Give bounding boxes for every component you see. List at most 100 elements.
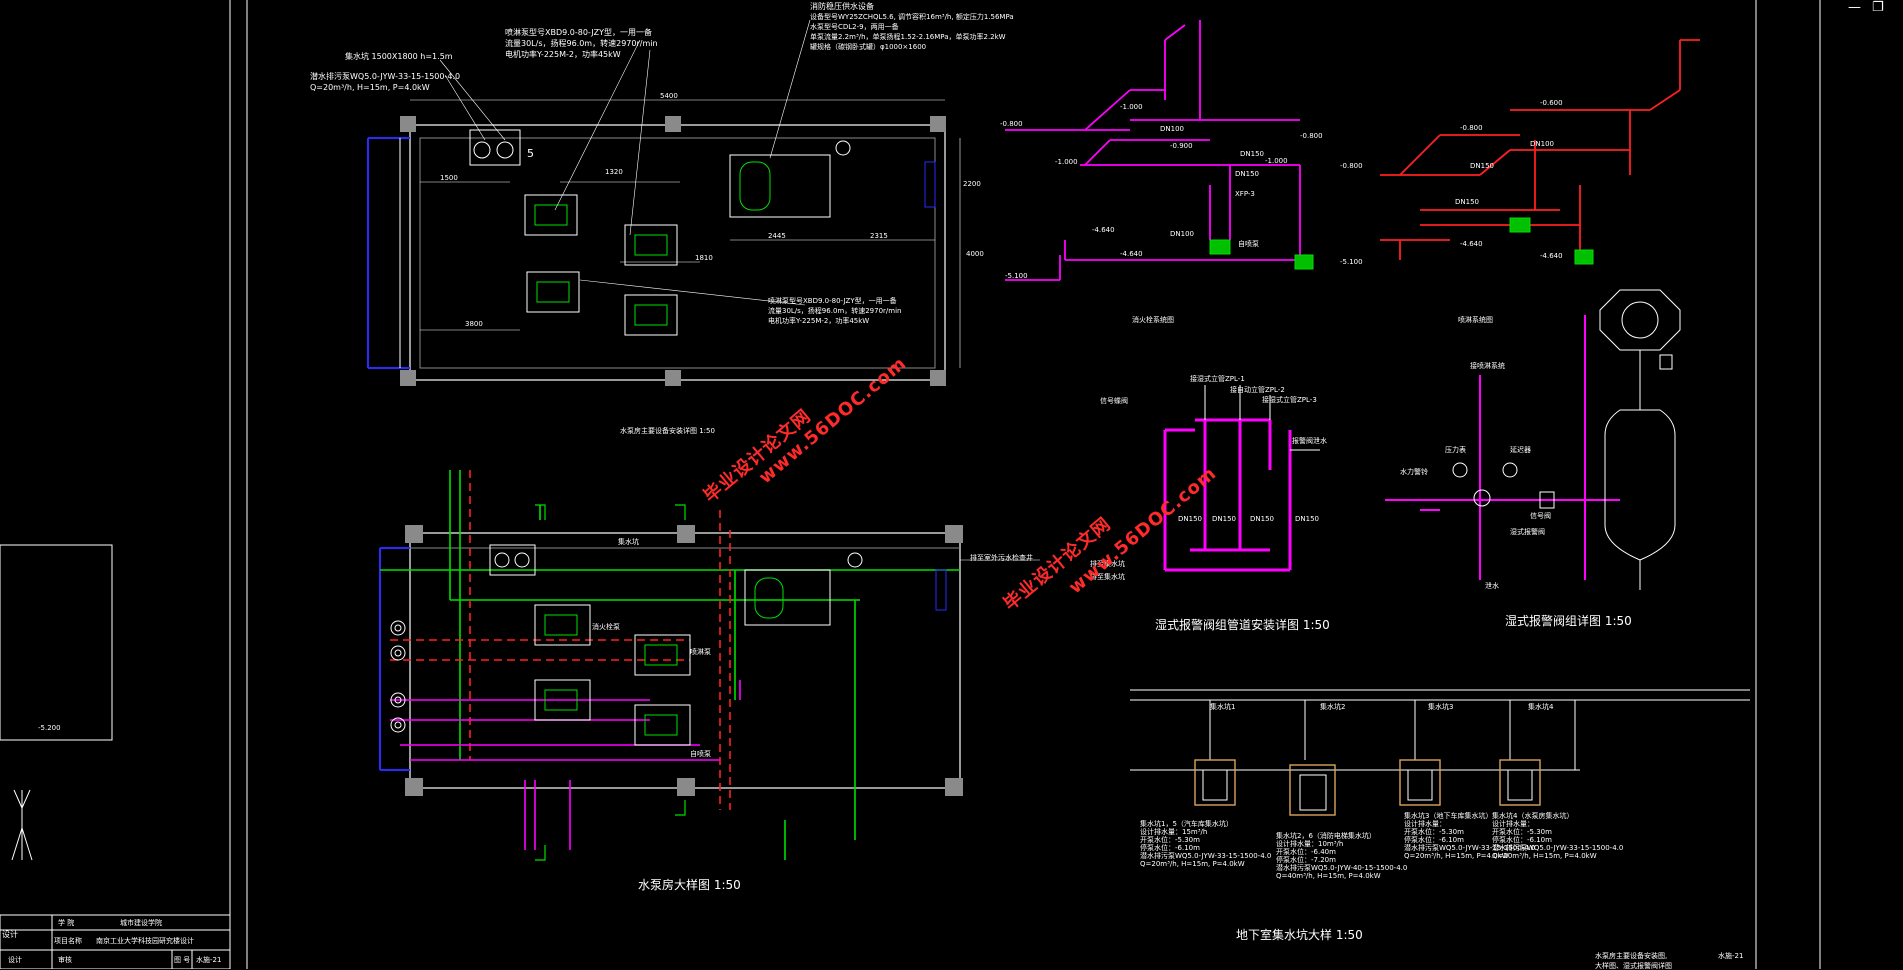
iso-fire-pipe-3: DN100	[1160, 125, 1184, 133]
pump-room-plan	[367, 19, 961, 386]
dim-3: 3800	[465, 320, 483, 328]
iso-fire-pipe-2: DN150	[1240, 150, 1264, 158]
pump-units	[524, 194, 678, 336]
sump-spec-1: 集水坑1，5（汽车库集水坑） 设计排水量：15m³/h 开泵水位：-5.30m …	[1140, 820, 1271, 868]
alarm-pipe-3: DN150	[1295, 515, 1319, 523]
alarm-pipe-2: DN150	[1250, 515, 1274, 523]
dim-0: 5400	[660, 92, 678, 100]
sump-spec-line: 集水坑1，5（汽车库集水坑）	[1140, 820, 1233, 828]
iso-spray-pipe-2: DN150	[1470, 162, 1494, 170]
sump-spec-4: 集水坑4（水泵房集水坑） 设计排水量： 开泵水位：-5.30m 停泵水位：-6.…	[1492, 812, 1623, 860]
sump-spec-line: 设计排水量：	[1492, 820, 1534, 828]
wet-label-6: 泄水	[1485, 582, 1499, 590]
sump-spec-line: 集水坑4（水泵房集水坑）	[1492, 812, 1574, 820]
plan-note-2: Q=20m³/h, H=15m, P=4.0kW	[310, 83, 430, 92]
sump-spec-line: 潜水排污泵WQ5.0-JYW-33-15-1500-4.0	[1404, 844, 1536, 852]
tb-checker-label: 审核	[58, 956, 72, 964]
sump-spec-line: 设计排水量：	[1404, 820, 1446, 828]
dim-5: 2315	[870, 232, 888, 240]
iso-spray-elev-0: -0.800	[1340, 162, 1363, 170]
room-label: 5	[527, 147, 534, 160]
tank-note-3: 单泵流量2.2m³/h，单泵扬程1.52-2.16MPa，单泵功率2.2kW	[810, 33, 1006, 41]
dim-4: 2445	[768, 232, 786, 240]
iso-spray-elev-1: -0.800	[1460, 124, 1483, 132]
plan-note-1: 潜水排污泵WQ5.0-JYW-33-15-1500-4.0	[310, 72, 461, 81]
sump-spec-line: 停泵水位：-7.20m	[1276, 856, 1336, 864]
iso-fire-label-1: 自喷泵	[1238, 240, 1259, 248]
tank-note-1: 设备型号WY25ZCHQL5.6, 调节容积16m³/h, 额定压力1.56MP…	[810, 13, 1014, 21]
sump-spec-2: 集水坑2，6（消防电梯集水坑） 设计排水量：10m³/h 开泵水位：-6.40m…	[1276, 832, 1407, 880]
sump-spec-line: 开泵水位：-6.40m	[1276, 848, 1336, 856]
sump-spec-line: 集水坑3（地下车库集水坑）	[1404, 812, 1493, 820]
left-elevation: -5.200	[38, 724, 61, 732]
sump-spec-line: Q=40m³/h, H=15m, P=4.0kW	[1276, 872, 1381, 880]
iso-fire-elev-8: -0.900	[1170, 142, 1193, 150]
wet-label-1: 水力警铃	[1400, 468, 1428, 476]
sump-spec-line: 潜水排污泵WQ5.0-JYW-40-15-1500-4.0	[1276, 864, 1408, 872]
iso-spray-elev-2: -0.600	[1540, 99, 1563, 107]
dim-6: 2200	[963, 180, 981, 188]
iso-spray-pipe-1: DN100	[1530, 140, 1554, 148]
sump-spec-3: 集水坑3（地下车库集水坑） 设计排水量： 开泵水位：-5.30m 停泵水位：-6…	[1404, 812, 1535, 860]
tank-note-0: 消防稳压供水设备	[810, 2, 874, 11]
sump-spec-line: Q=20m³/h, H=15m, P=4.0kW	[1140, 860, 1245, 868]
sump-spec-line: 开泵水位：-5.30m	[1492, 828, 1552, 836]
iso-fire-elev-7: -4.640	[1120, 250, 1143, 258]
detail-pumps	[534, 604, 691, 746]
plan-note-3: 喷淋泵型号XBD9.0-80-JZY型，一用一备	[505, 28, 652, 37]
alarm-label-0: 接湿式立管ZPL-1	[1190, 375, 1245, 383]
plan-note-0: 集水坑 1500X1800 h=1.5m	[345, 52, 453, 61]
iso-fire-pipe-0: DN150	[1235, 170, 1259, 178]
tb-drawing-no-label: 图 号	[174, 956, 191, 964]
iso-fire-elev-5: -4.640	[1092, 226, 1115, 234]
iso-fire-system	[1005, 20, 1314, 281]
iso-spray-elev-4: -4.640	[1540, 252, 1563, 260]
detail-label-3: 集水坑	[618, 538, 639, 546]
wet-label-2: 压力表	[1445, 446, 1466, 454]
iso-spray-system	[1380, 39, 1700, 265]
sump-pits-detail	[1130, 689, 1750, 816]
window-minimize-button[interactable]: —	[1848, 0, 1861, 15]
alarm-label-1: 接自动立管ZPL-2	[1230, 386, 1285, 394]
tb-school-label: 学 院	[58, 919, 75, 927]
iso-fire-elev-0: -0.800	[1000, 120, 1023, 128]
detail-columns	[405, 525, 963, 796]
rb-caption: 水泵房主要设备安装图,	[1595, 952, 1668, 960]
sump-spec-line: 设计排水量：15m³/h	[1140, 828, 1208, 836]
wet-label-5: 湿式报警阀	[1510, 528, 1545, 536]
sump-spec-line: 设计排水量：10m³/h	[1276, 840, 1344, 848]
detail-label-2: 自喷泵	[690, 750, 711, 758]
wet-title: 湿式报警阀组详图 1:50	[1505, 614, 1632, 628]
sump-spec-line: 潜水排污泵WQ5.0-JYW-33-15-1500-4.0	[1140, 852, 1272, 860]
rb-subcaption: 大样图、湿式报警阀详图	[1595, 962, 1672, 970]
pit-label-0: 集水坑1	[1210, 703, 1236, 711]
alarm-pipe-0: DN150	[1178, 515, 1202, 523]
iso-fire-pipe-1: DN100	[1170, 230, 1194, 238]
sump-spec-line: 开泵水位：-5.30m	[1404, 828, 1464, 836]
pit-label-1: 集水坑2	[1320, 703, 1346, 711]
tb-project-label: 项目名称	[54, 937, 82, 945]
iso-spray-elev-3: -4.640	[1460, 240, 1483, 248]
sump-spec-line: 集水坑2，6（消防电梯集水坑）	[1276, 832, 1376, 840]
detail-note: 排至室外污水检查井	[970, 554, 1033, 562]
iso-fire-title: 消火栓系统图	[1132, 316, 1174, 324]
sump-spec-line: 停泵水位：-6.10m	[1492, 836, 1552, 844]
sump-spec-line: Q=20m³/h, H=15m, P=4.0kW	[1492, 852, 1597, 860]
pump-note-0: 喷淋泵型号XBD9.0-80-JZY型，一用一备	[768, 297, 897, 305]
pit-label-3: 集水坑4	[1528, 703, 1554, 711]
iso-spray-title: 喷淋系统图	[1458, 316, 1493, 324]
sump-spec-line: 停泵水位：-6.10m	[1404, 836, 1464, 844]
iso-fire-elev-3: -0.800	[1300, 132, 1323, 140]
detail-label-0: 消火栓泵	[592, 623, 620, 631]
window-restore-button[interactable]: ❐	[1872, 0, 1884, 15]
wet-label-0: 接喷淋系统	[1470, 362, 1505, 370]
tb-drawing-no: 水施-21	[196, 956, 222, 964]
alarm-label-4: 报警阀泄水	[1292, 437, 1327, 445]
iso-spray-elev-5: -5.100	[1340, 258, 1363, 266]
sump-spec-line: Q=20m³/h, H=15m, P=4.0kW	[1404, 852, 1509, 860]
sheet-border	[0, 0, 1821, 969]
sump-spec-line: 潜水排污泵WQ5.0-JYW-33-15-1500-4.0	[1492, 844, 1624, 852]
wet-label-3: 延迟器	[1510, 446, 1531, 454]
sump-title: 地下室集水坑大样 1:50	[1236, 928, 1363, 942]
